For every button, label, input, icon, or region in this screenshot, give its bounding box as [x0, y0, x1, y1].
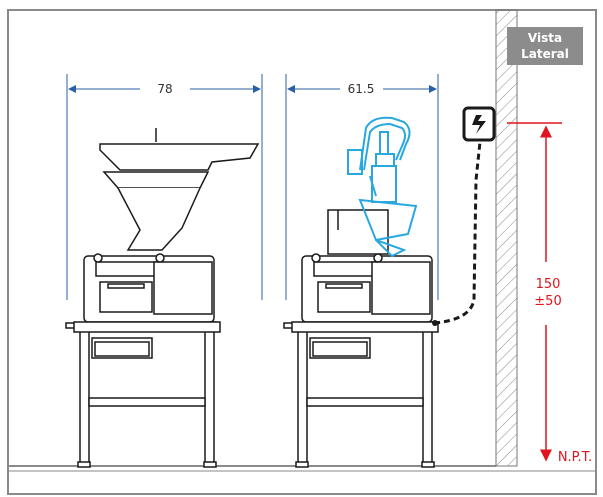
- floor-reference-label: N.P.T.: [558, 450, 592, 465]
- electrical-outlet-icon: [462, 106, 496, 142]
- cable-plug: [432, 320, 438, 326]
- view-label-line2: Lateral: [521, 47, 569, 61]
- pusher-accessory: [347, 116, 418, 258]
- dimension-height-value: 150: [536, 277, 561, 292]
- dimension-width-left: 78: [66, 74, 263, 300]
- dimension-height: 150 ±50 N.P.T.: [507, 122, 592, 465]
- power-cable: [433, 141, 482, 325]
- dimension-width-left-value: 78: [157, 82, 172, 96]
- right-machine: [283, 209, 439, 468]
- dimension-width-right-value: 61.5: [348, 82, 375, 96]
- dimension-height-tolerance: ±50: [534, 294, 561, 309]
- outer-frame: [7, 9, 597, 495]
- view-label: Vista Lateral: [507, 27, 583, 65]
- left-machine: [65, 128, 260, 468]
- dimension-width-right: 61.5: [285, 74, 439, 300]
- view-label-line1: Vista: [528, 31, 562, 45]
- wall-hatch: [495, 9, 518, 467]
